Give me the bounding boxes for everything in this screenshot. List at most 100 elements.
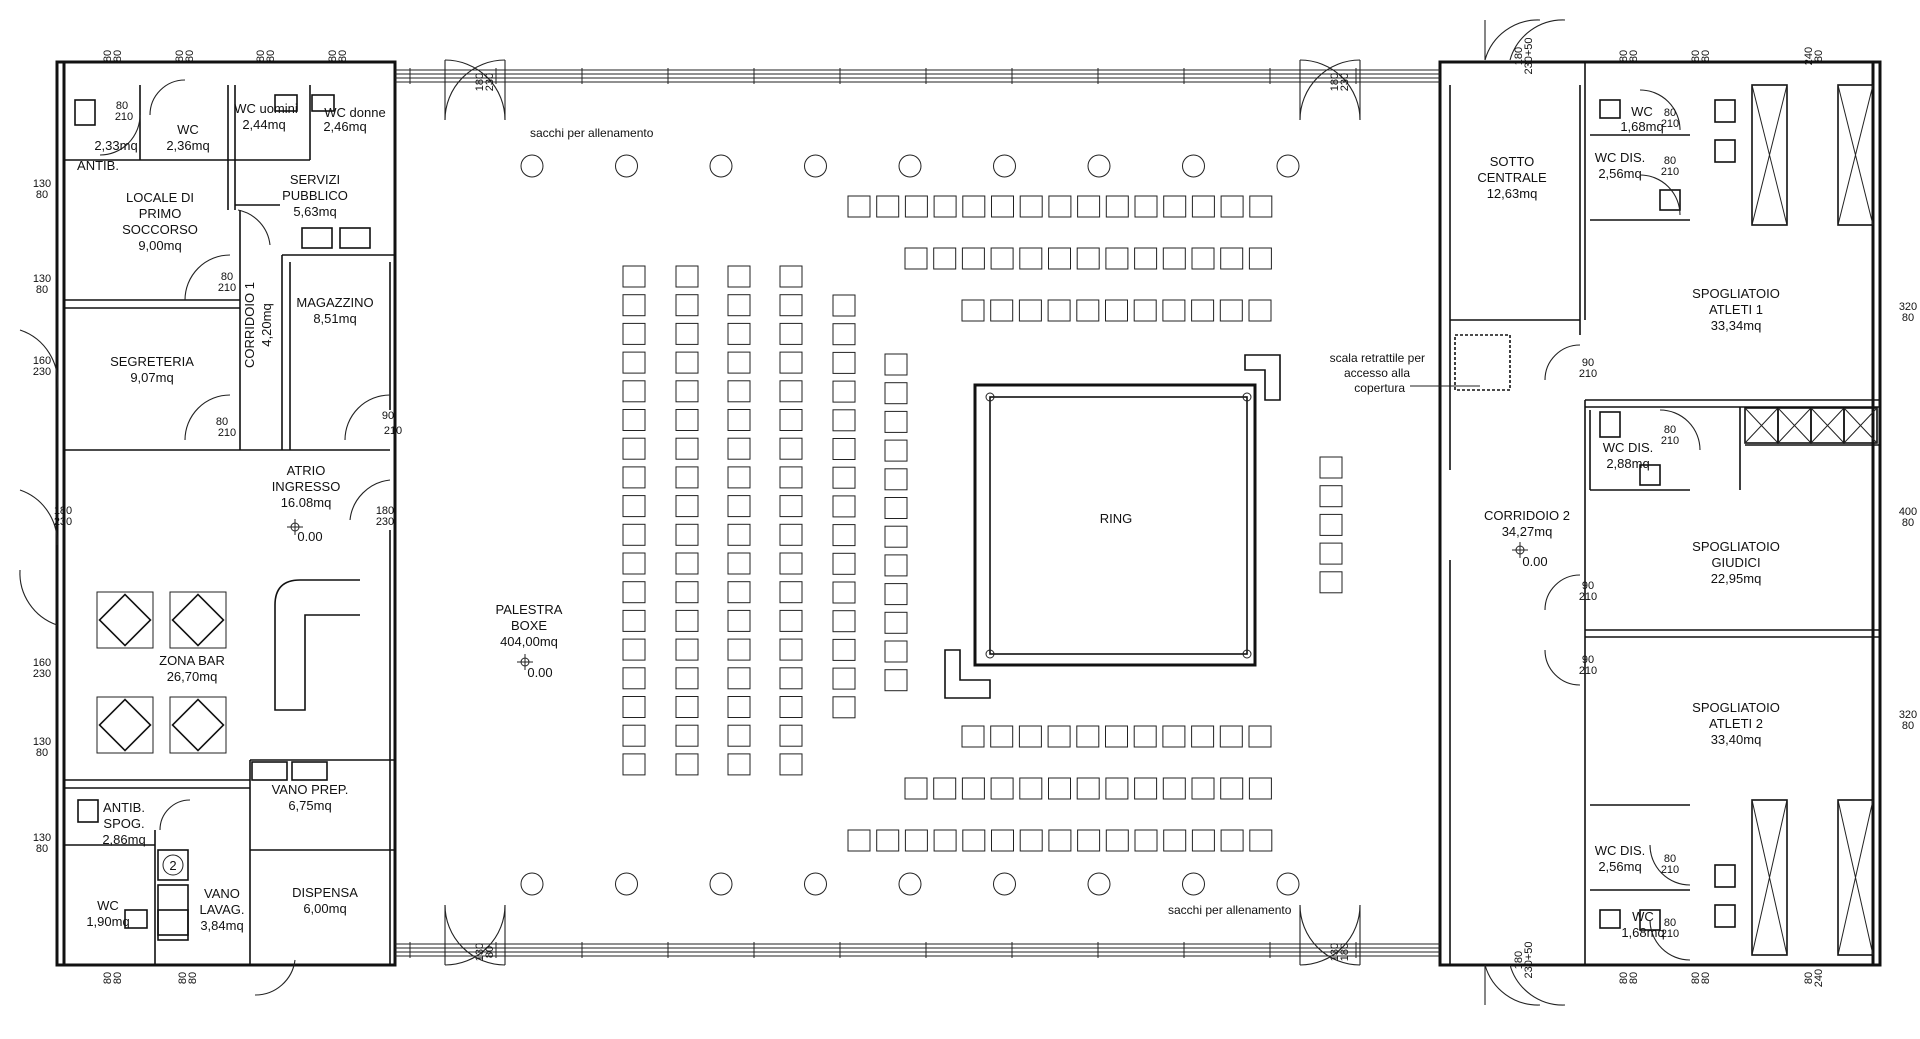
dim-left: 180 bbox=[54, 505, 72, 517]
shower-diag bbox=[1837, 84, 1874, 226]
seat bbox=[727, 409, 751, 431]
bar-table-chairs bbox=[96, 591, 154, 649]
dispensa-name: DISPENSA bbox=[292, 885, 358, 900]
seat bbox=[1248, 299, 1272, 322]
seat bbox=[779, 437, 803, 460]
seat bbox=[675, 351, 699, 374]
dim-left: 160 bbox=[33, 657, 51, 669]
wc-a2-area: 1,68mq bbox=[1621, 925, 1664, 940]
seat bbox=[832, 351, 856, 374]
dim-bottom: 180 bbox=[1513, 951, 1525, 969]
seat bbox=[675, 609, 699, 632]
seat bbox=[1019, 247, 1043, 270]
shower-diag bbox=[1751, 799, 1788, 956]
seat bbox=[1249, 195, 1273, 218]
sotto-centrale-area: 12,63mq bbox=[1487, 186, 1538, 201]
seat bbox=[884, 669, 908, 692]
seat bbox=[1163, 829, 1187, 852]
seat bbox=[675, 667, 699, 690]
vano-lavag-l1: VANO bbox=[204, 886, 240, 901]
dim-left: 230 bbox=[54, 516, 72, 528]
dim-top: 80 bbox=[112, 50, 124, 62]
dim-right: 320 bbox=[1899, 709, 1917, 721]
seat bbox=[1191, 299, 1215, 322]
palestra-level: 0.00 bbox=[527, 665, 552, 680]
seat bbox=[1105, 299, 1128, 322]
dim-bottom: 130 bbox=[474, 943, 486, 961]
seat bbox=[832, 552, 856, 575]
seat bbox=[990, 299, 1014, 322]
seat bbox=[1134, 829, 1158, 852]
shower-diag bbox=[1751, 84, 1788, 226]
punching-bag bbox=[1087, 872, 1111, 896]
seat bbox=[1018, 299, 1042, 322]
seat bbox=[1105, 247, 1129, 270]
wc-a2-name: WC bbox=[1632, 909, 1654, 924]
seat bbox=[622, 466, 646, 489]
seat bbox=[884, 353, 908, 376]
seat bbox=[961, 725, 985, 748]
seat bbox=[961, 299, 985, 322]
punching-bag bbox=[615, 154, 638, 178]
dim-bottom: 80 bbox=[1803, 972, 1815, 984]
corridoio2-level: 0.00 bbox=[1522, 554, 1547, 569]
bar-table-chairs bbox=[96, 696, 154, 754]
spog-a2-area: 33,40mq bbox=[1711, 732, 1762, 747]
seat bbox=[1163, 195, 1187, 218]
dim-bottom: 80 bbox=[1700, 972, 1712, 984]
shower-diag bbox=[1810, 407, 1845, 444]
seat bbox=[884, 468, 908, 491]
dim-door: 80 bbox=[1664, 853, 1676, 865]
wc-uomini-area: 2,44mq bbox=[242, 117, 285, 132]
seat bbox=[779, 495, 803, 518]
seat bbox=[1319, 571, 1343, 594]
punching-bag bbox=[709, 154, 733, 178]
dim-left: 80 bbox=[36, 843, 48, 855]
dim-bottom: 80 bbox=[112, 972, 124, 984]
seat bbox=[1105, 829, 1129, 852]
primo-soccorso-l1: LOCALE DI bbox=[126, 190, 194, 205]
corridoio1-name: CORRIDOIO 1 bbox=[242, 282, 257, 368]
segreteria-area: 9,07mq bbox=[130, 370, 173, 385]
spog-g-l2: GIUDICI bbox=[1711, 555, 1760, 570]
left-fixtures bbox=[74, 94, 371, 941]
seat bbox=[832, 380, 856, 403]
seat bbox=[1019, 829, 1043, 852]
seat bbox=[832, 409, 856, 432]
seat bbox=[1134, 777, 1158, 800]
punching-bag bbox=[709, 872, 733, 896]
wcdis-g-area: 2,88mq bbox=[1606, 456, 1649, 471]
wc1-name: WC bbox=[177, 122, 199, 137]
dim-bottom: 80 bbox=[484, 946, 496, 958]
seat bbox=[832, 667, 856, 690]
seat bbox=[1105, 195, 1129, 218]
seat bbox=[933, 777, 957, 800]
seat bbox=[675, 322, 699, 345]
seat bbox=[1248, 725, 1272, 748]
punching-bag bbox=[993, 154, 1016, 178]
seat bbox=[933, 829, 957, 852]
dim-door: 210 bbox=[1661, 928, 1679, 940]
seat bbox=[962, 195, 986, 218]
sotto-centrale-l2: CENTRALE bbox=[1477, 170, 1547, 185]
seat bbox=[779, 265, 803, 288]
seat bbox=[779, 380, 803, 403]
servizi-area: 5,63mq bbox=[293, 204, 336, 219]
palestra-l2: BOXE bbox=[511, 618, 547, 633]
seat bbox=[1076, 299, 1100, 322]
note-scala-l1: scala retrattile per bbox=[1330, 351, 1425, 365]
dim-door: 180 bbox=[376, 505, 394, 517]
shower-diag bbox=[1744, 407, 1779, 444]
seat bbox=[622, 495, 646, 518]
wc1-area: 2,36mq bbox=[166, 138, 209, 153]
seat bbox=[1191, 247, 1215, 270]
seat bbox=[1019, 195, 1043, 218]
dim-bottom: 230+50 bbox=[1523, 941, 1535, 978]
dim-door: 80 bbox=[221, 271, 233, 283]
seat bbox=[675, 724, 699, 747]
seat bbox=[622, 265, 646, 288]
shower-diag bbox=[1843, 407, 1878, 444]
magazzino-area: 8,51mq bbox=[313, 311, 356, 326]
vano-prep-area: 6,75mq bbox=[288, 798, 331, 813]
dim-door: 210 bbox=[1579, 665, 1597, 677]
